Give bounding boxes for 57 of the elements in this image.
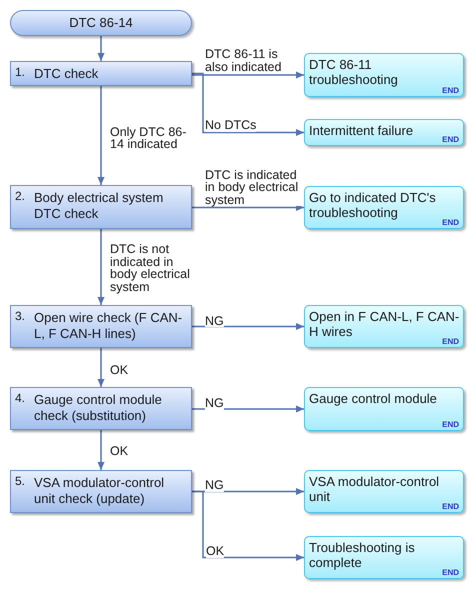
process-box bbox=[10, 185, 192, 229]
process-box bbox=[10, 470, 192, 513]
process-box bbox=[10, 61, 192, 86]
edge-label: OK bbox=[206, 545, 224, 558]
result-text: VSA modulator-control unit bbox=[309, 474, 440, 504]
end-tag: END bbox=[442, 220, 459, 226]
result-box bbox=[304, 470, 464, 513]
edge-label: OK bbox=[110, 445, 128, 458]
result-box bbox=[304, 119, 464, 146]
result-box bbox=[304, 387, 464, 431]
terminator-label: DTC 86-14 bbox=[69, 15, 133, 31]
arrow bbox=[98, 86, 104, 185]
edge-label: DTC is indicated in body electrical system bbox=[205, 168, 303, 206]
step-title: Body electrical system DTC check bbox=[34, 190, 164, 222]
result-text: Intermittent failure bbox=[309, 123, 414, 138]
step-number: 1. bbox=[15, 65, 26, 79]
edge-label: NG bbox=[205, 479, 224, 492]
step-number: 5. bbox=[15, 474, 26, 488]
edge-label: OK bbox=[110, 364, 128, 376]
step-title: DTC check bbox=[34, 66, 99, 82]
arrow bbox=[192, 204, 304, 211]
end-tag: END bbox=[442, 137, 459, 143]
step-title: Open wire check (F CAN-L, F CAN-H lines) bbox=[34, 310, 183, 342]
result-text: Troubleshooting is complete bbox=[309, 540, 416, 570]
process-box bbox=[10, 305, 192, 348]
end-tag: END bbox=[442, 504, 459, 510]
end-tag: END bbox=[442, 339, 459, 345]
step-title: Gauge control module check (substitution) bbox=[34, 392, 163, 424]
result-text: Open in F CAN-L, F CAN-H wires bbox=[309, 309, 460, 339]
edge-label: No DTCs bbox=[205, 119, 256, 132]
result-text: DTC 86-11 troubleshooting bbox=[309, 57, 399, 87]
result-box bbox=[304, 305, 464, 348]
end-tag: END bbox=[442, 422, 459, 428]
arrow bbox=[192, 490, 304, 561]
step-title: VSA modulator-control unit check (update) bbox=[34, 474, 165, 506]
result-box bbox=[304, 53, 464, 97]
result-text: Gauge control module bbox=[309, 391, 438, 406]
arrow bbox=[98, 36, 104, 61]
step-number: 3. bbox=[15, 309, 26, 323]
result-box bbox=[304, 186, 464, 229]
end-tag: END bbox=[442, 88, 459, 94]
arrow bbox=[192, 72, 304, 136]
end-tag: END bbox=[442, 570, 459, 576]
arrow bbox=[192, 323, 304, 330]
arrow bbox=[192, 72, 304, 78]
arrow bbox=[98, 229, 104, 305]
step-number: 2. bbox=[15, 189, 26, 203]
arrow bbox=[98, 430, 104, 470]
edge-label: NG bbox=[205, 397, 224, 410]
arrow bbox=[98, 348, 104, 387]
result-text: Go to indicated DTC's troubleshooting bbox=[309, 190, 437, 220]
step-number: 4. bbox=[15, 391, 26, 405]
process-box bbox=[10, 387, 192, 430]
result-box bbox=[304, 536, 464, 579]
start-terminator bbox=[10, 10, 192, 36]
arrow bbox=[192, 406, 304, 412]
edge-label: NG bbox=[205, 314, 224, 327]
